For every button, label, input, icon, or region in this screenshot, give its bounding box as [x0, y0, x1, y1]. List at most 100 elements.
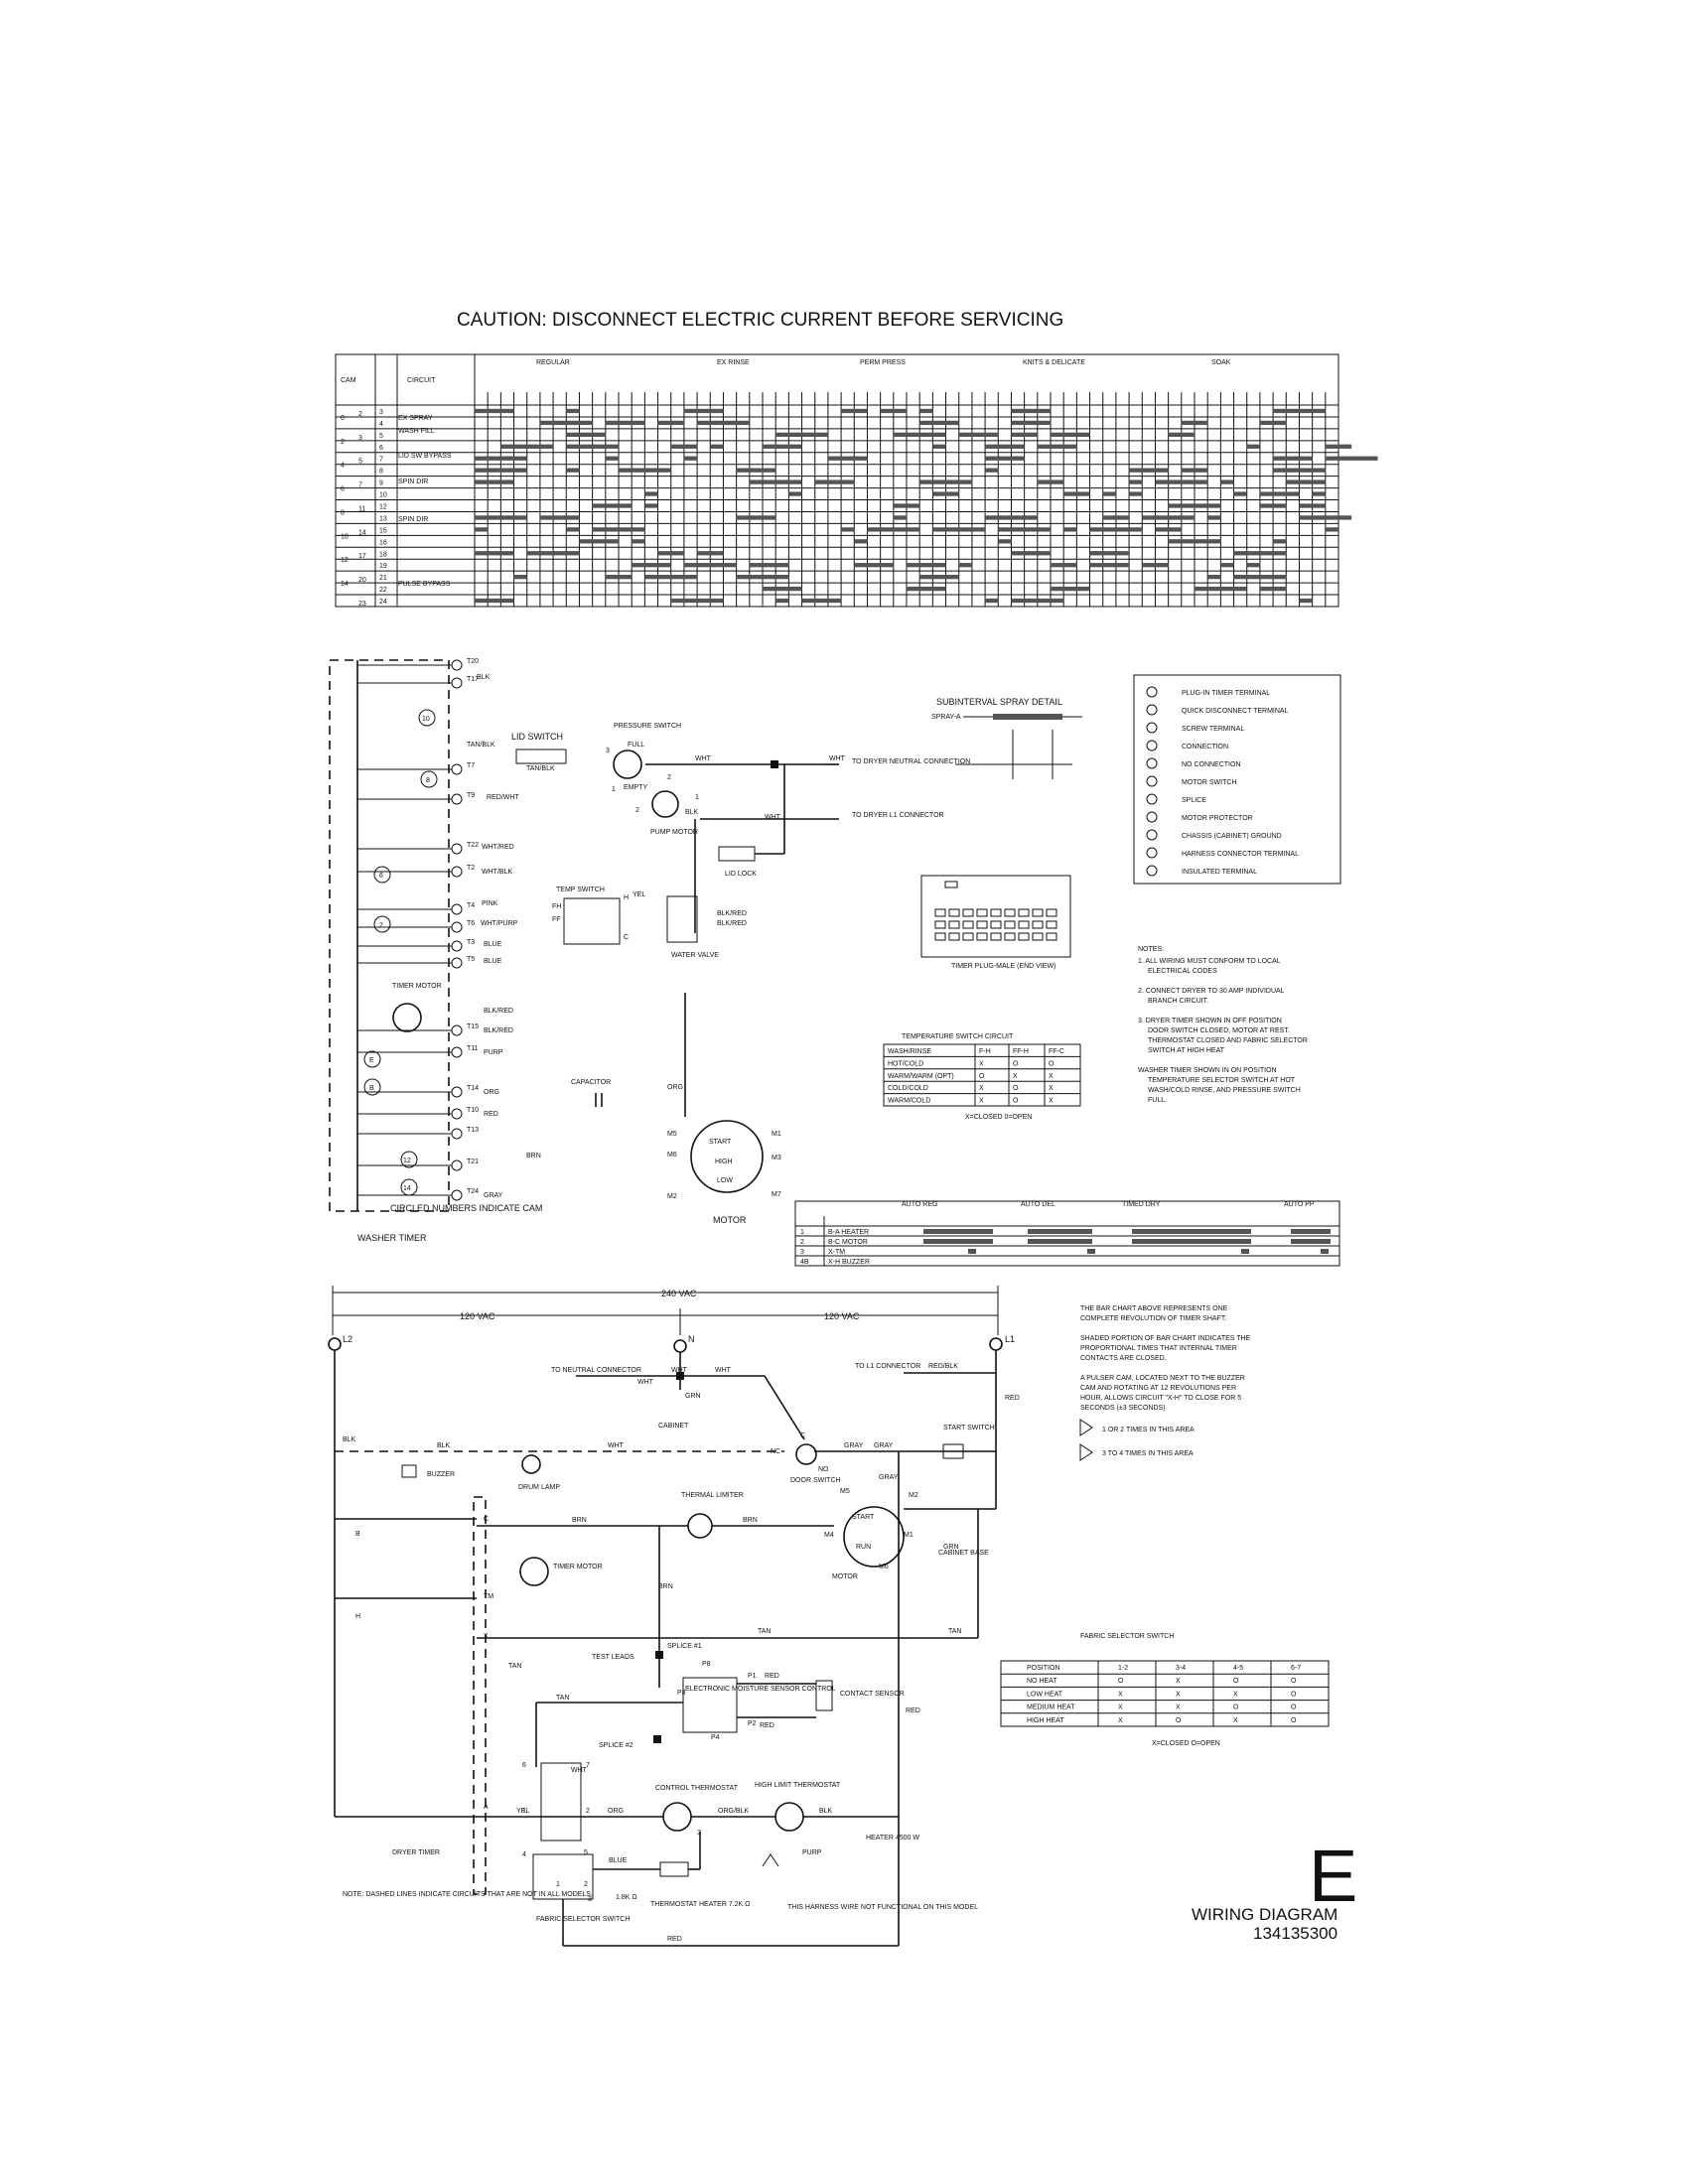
dryer-terminal-label: C [484, 1516, 489, 1523]
cam-closed-bar [1195, 586, 1247, 592]
control-thermostat-icon [662, 1802, 692, 1832]
to-dryer-l1: TO DRYER L1 CONNECTOR [852, 812, 944, 819]
cam-closed-bar [1181, 468, 1208, 473]
row-number: 10 [379, 492, 387, 499]
cam-closed-bar [1273, 408, 1326, 414]
cam-closed-bar [893, 503, 920, 508]
temp-table-cell: HOT/COLD [888, 1060, 923, 1067]
plug-pin [976, 920, 988, 929]
cam-closed-bar [907, 563, 946, 568]
cam-closed-bar [998, 539, 1012, 544]
row-number: 3 [379, 409, 383, 416]
cam-closed-bar [907, 586, 946, 592]
plug-pin [934, 920, 946, 929]
temp-switch-terminal: H [624, 894, 629, 901]
dryer-terminal-label: NC [771, 1448, 780, 1455]
pressure-terminal: 1 [612, 786, 616, 793]
temp-table-cell: O [1013, 1085, 1019, 1092]
cam-closed-bar [539, 515, 580, 520]
wire-color-label: BLK/RED [717, 910, 747, 917]
pump-motor-label: PUMP MOTOR [650, 829, 698, 836]
legend-label: INSULATED TERMINAL [1182, 869, 1257, 876]
heater-label: HEATER 4500 W [866, 1835, 919, 1842]
plug-pin [1018, 932, 1030, 941]
contact-sensor-label: CONTACT SENSOR [840, 1691, 905, 1698]
dryer-start-label: START [852, 1514, 875, 1521]
splice1-label: SPLICE #1 [667, 1643, 702, 1650]
temp-table-cell: FF-H [1013, 1048, 1029, 1055]
dryer-closed-bar [923, 1229, 993, 1234]
timer-terminal-label: T3 [467, 939, 475, 946]
wire-color-label: BLUE [484, 941, 502, 948]
temp-table-cell: O [979, 1073, 985, 1080]
door-switch-icon [795, 1443, 817, 1465]
cam-closed-bar [788, 491, 802, 496]
circuit-ex-spray: EX SPRAY [398, 415, 433, 422]
pressure-terminal: 2 [667, 774, 671, 781]
cam-closed-bar [775, 432, 828, 438]
timer-terminal-label: T9 [467, 792, 475, 799]
plug-pin [990, 908, 1002, 917]
high-label: HIGH [715, 1159, 733, 1165]
timer-terminal-t21-icon [451, 1160, 463, 1171]
r18k-label: 1.8K Ω [616, 1894, 637, 1901]
cam-closed-bar [1168, 539, 1221, 544]
l1-label: L1 [1005, 1334, 1015, 1344]
timer-terminal-t4-icon [451, 903, 463, 915]
dryer-terminal-label: M2 [909, 1492, 918, 1499]
dryer-cam-number: 1 [800, 1229, 804, 1236]
cam-closed-bar [670, 444, 698, 449]
temp-table-cell: X [1049, 1098, 1054, 1105]
plug-pin [1018, 920, 1030, 929]
motor-terminal: M1 [772, 1131, 781, 1138]
cam-closed-bar [475, 551, 514, 556]
plug-pin [990, 920, 1002, 929]
ground-icon [1146, 829, 1158, 841]
temp-table-title: TEMPERATURE SWITCH CIRCUIT [902, 1033, 1014, 1040]
dryer-schematic: 240 VAC 120 VAC 120 VAC L2 L1 N TO NEUTR… [328, 1286, 1020, 1947]
drum-lamp-icon [521, 1454, 541, 1474]
circuit-header: CIRCUIT [407, 377, 436, 384]
dryer-wire-label: BLUE [609, 1857, 628, 1864]
connection-icon [1146, 740, 1158, 751]
cam-closed-bar [958, 563, 972, 568]
dryer-terminal-label: 2 [584, 1881, 588, 1888]
plug-pin [948, 932, 960, 941]
temp-table-cell: F-H [979, 1048, 991, 1055]
cam-closed-bar [1259, 586, 1287, 592]
legend-label: MOTOR SWITCH [1182, 779, 1236, 786]
to-neutral-connector: TO NEUTRAL CONNECTOR [551, 1367, 641, 1374]
plug-key [944, 881, 958, 888]
diagram-number: 134135300 [1253, 1924, 1337, 1943]
cam-closed-bar [736, 574, 789, 580]
cam-closed-bar [1220, 563, 1234, 568]
cam-closed-bar [841, 527, 855, 532]
dryer-terminal-label: M6 [879, 1564, 889, 1570]
cam-closed-bar [985, 468, 999, 473]
wire-color-label: WHT/RED [482, 844, 514, 851]
terminal-number: 20 [358, 577, 366, 584]
cam-closed-bar [657, 551, 684, 556]
temp-switch-label: TEMP SWITCH [556, 887, 605, 893]
wire-color-label: PINK [482, 900, 498, 907]
row-number: 6 [379, 445, 383, 452]
temp-table-cell: X [979, 1098, 984, 1105]
cam-closed-bar [1037, 479, 1064, 484]
plug-pin [948, 920, 960, 929]
dryer-terminal-label: C [800, 1433, 805, 1439]
cam-closed-bar [644, 503, 658, 508]
cam-closed-bar [697, 420, 750, 426]
legend-label: CONNECTION [1182, 744, 1228, 751]
row-number: 16 [379, 539, 387, 546]
cam-closed-bar [985, 444, 1025, 449]
cam-closed-bar [1063, 527, 1077, 532]
cam-closed-bar [1011, 408, 1051, 414]
cam-closed-bar [985, 456, 1025, 461]
dryer-closed-bar [1291, 1239, 1331, 1244]
cam-closed-bar [697, 551, 724, 556]
emsc-label: ELECTRONIC MOISTURE SENSOR CONTROL [685, 1686, 836, 1693]
dryer-segment-label: AUTO PP [1284, 1201, 1315, 1208]
cam-closed-bar [1037, 444, 1077, 449]
